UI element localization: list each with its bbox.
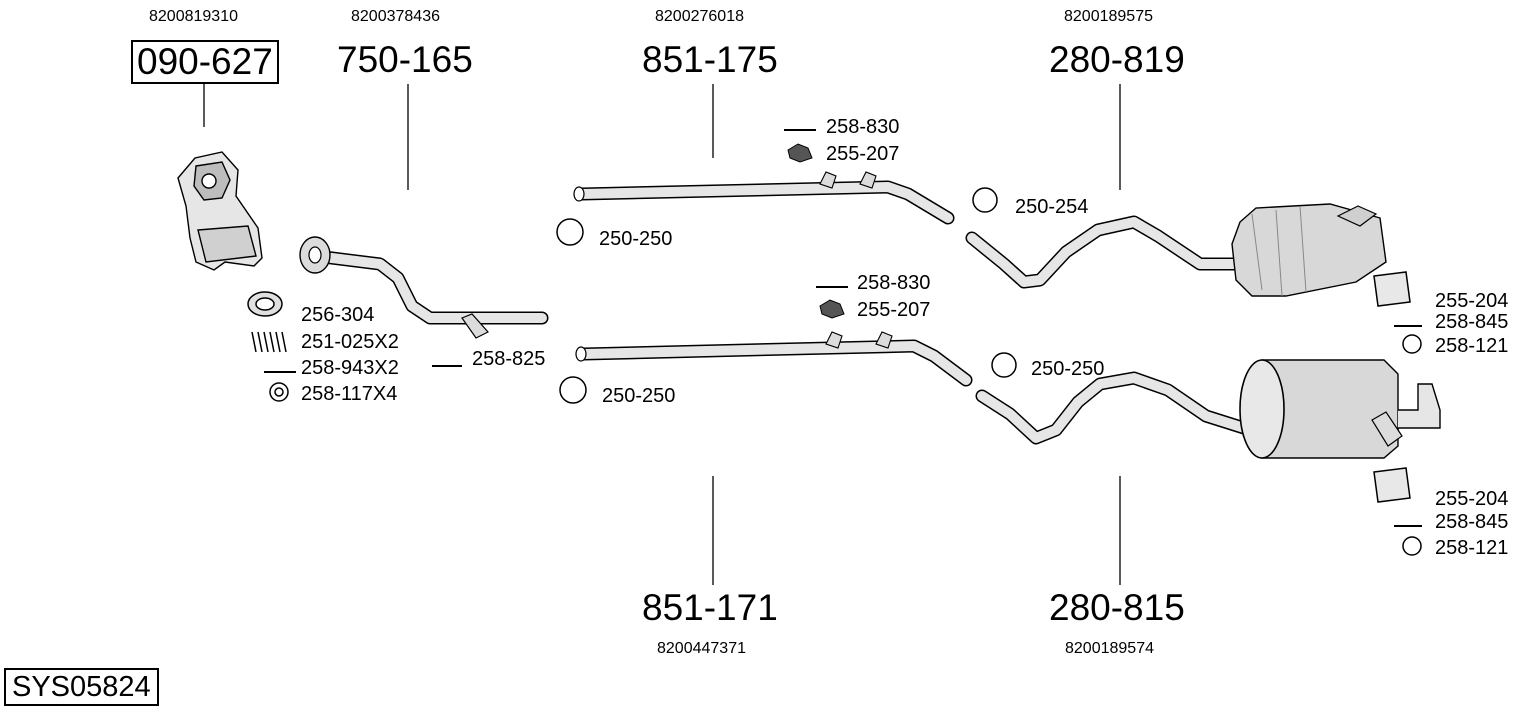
accessory-label[interactable]: 258-845 [1435, 511, 1509, 533]
part-number[interactable]: 280-815 [1049, 587, 1185, 628]
accessory-label[interactable]: 250-250 [602, 385, 676, 407]
catalytic-converter-drawing [177, 151, 263, 271]
system-code: SYS05824 [4, 668, 159, 706]
accessory-label[interactable]: 255-207 [857, 299, 931, 321]
intermediate-pipe-lower-drawing [575, 286, 973, 387]
part-number[interactable]: 851-175 [642, 39, 778, 80]
accessory-label[interactable]: 250-250 [1031, 358, 1105, 380]
oe-number: 8200447371 [657, 640, 746, 657]
accessory-label[interactable]: 255-204 [1435, 290, 1509, 312]
part-number[interactable]: 280-819 [1049, 39, 1185, 80]
accessory-label[interactable]: 258-121 [1435, 335, 1509, 357]
accessory-label[interactable]: 256-304 [301, 304, 375, 326]
oe-number: 8200378436 [351, 8, 440, 25]
accessory-label[interactable]: 250-250 [599, 228, 673, 250]
accessory-label[interactable]: 258-830 [826, 116, 900, 138]
accessory-label[interactable]: 258-845 [1435, 311, 1509, 333]
accessory-label[interactable]: 250-254 [1015, 196, 1089, 218]
accessory-label[interactable]: 258-943X2 [301, 357, 399, 379]
oe-number: 8200189575 [1064, 8, 1153, 25]
oe-number: 8200819310 [149, 8, 238, 25]
accessory-label[interactable]: 251-025X2 [301, 331, 399, 353]
accessory-icons [247, 218, 1422, 556]
accessory-label[interactable]: 255-207 [826, 143, 900, 165]
accessory-label[interactable]: 255-204 [1435, 488, 1509, 510]
accessory-label[interactable]: 258-830 [857, 272, 931, 294]
front-pipe-drawing [299, 236, 549, 339]
rear-silencer-lower-drawing [975, 352, 1441, 459]
accessory-label[interactable]: 258-121 [1435, 537, 1509, 559]
accessory-label[interactable]: 258-825 [472, 348, 546, 370]
oe-number: 8200276018 [655, 8, 744, 25]
part-number[interactable]: 851-171 [642, 587, 778, 628]
part-number-box[interactable]: 090-627 [131, 40, 279, 84]
intermediate-pipe-upper-drawing [573, 129, 955, 225]
part-number[interactable]: 750-165 [337, 39, 473, 80]
oe-number: 8200189574 [1065, 640, 1154, 657]
accessory-label[interactable]: 258-117X4 [301, 383, 398, 405]
rear-silencer-upper-drawing [965, 187, 1387, 297]
